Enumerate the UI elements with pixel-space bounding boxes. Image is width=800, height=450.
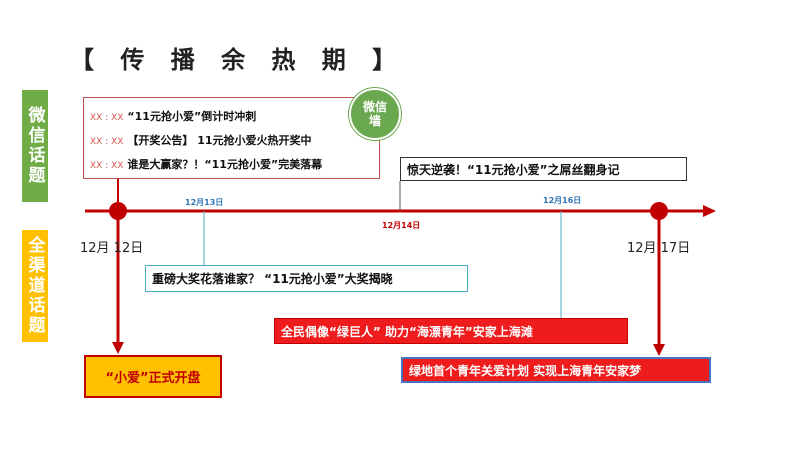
all-channel-topic-tag: 全渠道话题: [22, 230, 48, 342]
event-top: 惊天逆袭！“11元抢小爱”之屌丝翻身记: [400, 157, 687, 181]
event-d16: 全民偶像“绿巨人” 助力“海漂青年”安家上海滩: [274, 318, 628, 344]
weixin-item: XX : XX【开奖公告】 11元抢小爱火热开奖中: [90, 134, 312, 147]
start-date-label: 12月 12日: [80, 241, 144, 256]
page-title: 【 传 播 余 热 期 】: [70, 46, 406, 74]
event-d12: “小爱”正式开盘: [84, 355, 222, 398]
d14-date-label: 12月14日: [382, 221, 421, 230]
d13-date-label: 12月13日: [185, 198, 224, 207]
event-d13: 重磅大奖花落谁家？ “11元抢小爱”大奖揭晓: [145, 265, 468, 292]
weixin-topic-box: XX : XX“11元抢小爱”倒计时冲刺 XX : XX【开奖公告】 11元抢小…: [83, 97, 380, 179]
weixin-topic-tag: 微信话题: [22, 90, 48, 202]
start-node: [109, 202, 127, 220]
end-date-label: 12月 17日: [627, 241, 691, 256]
end-node: [650, 202, 668, 220]
weixin-wall-badge: 微信墙: [349, 88, 401, 140]
d16-date-label: 12月16日: [543, 196, 582, 205]
weixin-item: XX : XX“11元抢小爱”倒计时冲刺: [90, 110, 257, 123]
event-d17: 绿地首个青年关爱计划 实现上海青年安家梦: [401, 357, 711, 383]
end-arrowhead: [653, 344, 665, 356]
start-arrowhead: [112, 342, 124, 354]
timeline-arrowhead: [703, 205, 716, 217]
